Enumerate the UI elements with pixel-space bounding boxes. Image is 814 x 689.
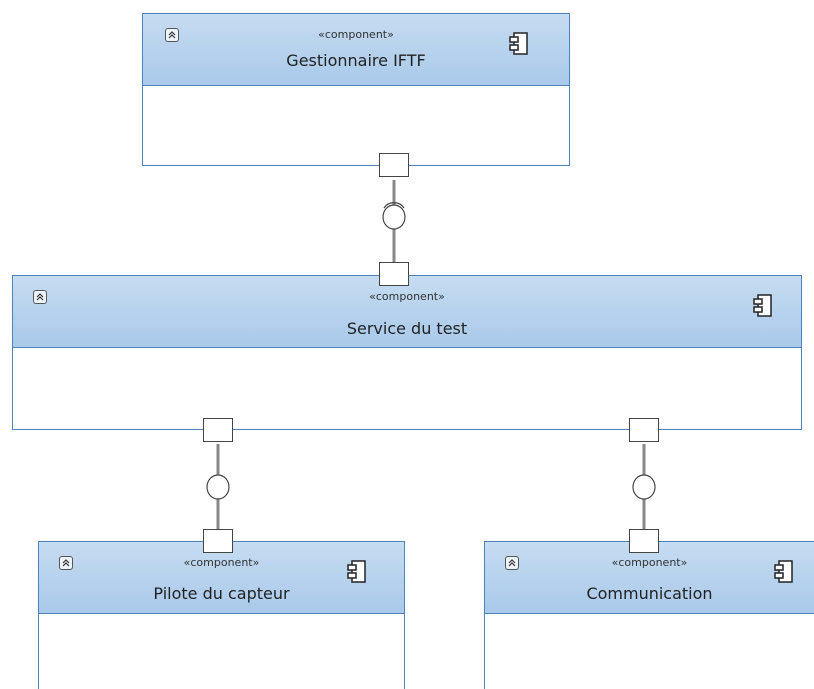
component-name: Pilote du capteur <box>153 584 290 603</box>
port-communication-top[interactable] <box>629 529 659 553</box>
component-communication[interactable]: «component» Communication <box>484 541 814 689</box>
interface-ball <box>382 204 406 230</box>
component-stereotype: «component» <box>318 28 394 41</box>
component-header: «component» Service du test <box>13 276 801 348</box>
component-service-du-test[interactable]: «component» Service du test <box>12 275 802 430</box>
component-header: «component» Gestionnaire IFTF <box>143 14 569 86</box>
interface-ball <box>206 474 230 500</box>
component-stereotype: «component» <box>183 556 260 569</box>
component-header: «component» Communication <box>485 542 814 614</box>
component-name: Communication <box>586 584 713 603</box>
component-name: Gestionnaire IFTF <box>286 51 426 70</box>
component-header: «component» Pilote du capteur <box>39 542 404 614</box>
component-pilote-du-capteur[interactable]: «component» Pilote du capteur <box>38 541 405 689</box>
component-icon <box>347 560 366 583</box>
port-service-bottom-left[interactable] <box>203 418 233 442</box>
socket-arc <box>383 202 405 209</box>
collapse-icon[interactable] <box>165 28 179 42</box>
interface-ball <box>632 474 656 500</box>
port-gestionnaire-bottom[interactable] <box>379 153 409 177</box>
port-service-bottom-right[interactable] <box>629 418 659 442</box>
collapse-icon[interactable] <box>505 556 519 570</box>
component-gestionnaire-iftf[interactable]: «component» Gestionnaire IFTF <box>142 13 570 166</box>
collapse-icon[interactable] <box>33 290 47 304</box>
port-service-top[interactable] <box>379 262 409 286</box>
component-stereotype: «component» <box>611 556 688 569</box>
component-icon <box>509 32 528 55</box>
component-icon <box>774 560 793 583</box>
component-stereotype: «component» <box>369 290 445 303</box>
collapse-icon[interactable] <box>59 556 73 570</box>
port-pilote-top[interactable] <box>203 529 233 553</box>
component-name: Service du test <box>346 319 468 338</box>
component-icon <box>753 294 772 317</box>
